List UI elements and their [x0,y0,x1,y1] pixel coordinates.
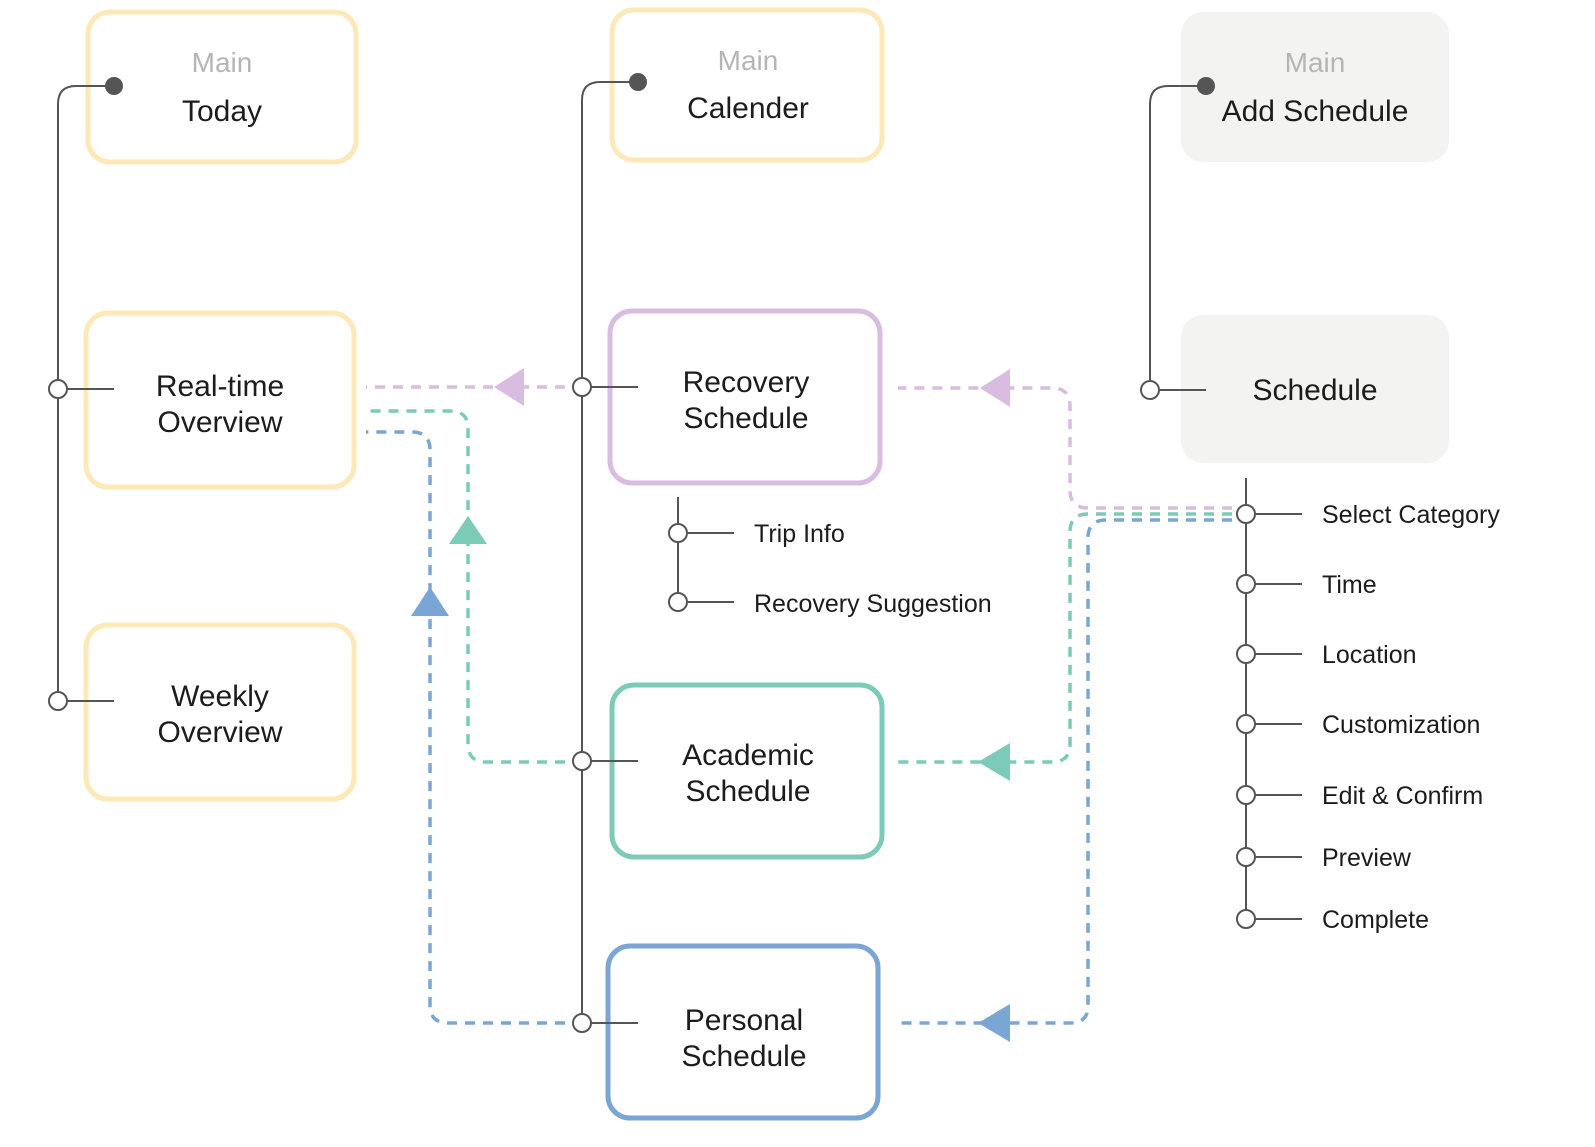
recovery-label-line2: Schedule [683,402,808,435]
arrow-purple-left-1 [494,368,524,406]
box-schedule[interactable]: Schedule [1181,315,1449,463]
schedule-steps: Select Category Time Location Customizat… [1322,501,1500,934]
node-calender-anchor [629,73,647,91]
recovery-label-line1: Recovery [683,366,810,399]
arrow-teal-left [978,743,1010,781]
add-schedule-sub-label: Main [1285,47,1346,78]
item-recovery-suggestion[interactable]: Recovery Suggestion [754,590,992,618]
node-preview [1236,847,1256,867]
arrowheads [411,368,1010,1042]
box-calender[interactable]: Main Calender [609,7,885,163]
box-realtime-overview[interactable]: Real-time Overview [83,310,357,490]
academic-label-line2: Schedule [685,775,810,808]
node-edit-confirm [1236,785,1256,805]
arrow-purple-left-2 [980,369,1010,407]
node-recovery-suggestion [668,592,688,612]
today-label: Today [182,95,262,128]
calender-sub-label: Main [718,45,779,76]
node-trip-info [668,523,688,543]
box-academic-schedule[interactable]: Academic Schedule [609,682,885,860]
personal-label-line1: Personal [685,1004,803,1037]
step-select-category[interactable]: Select Category [1322,501,1500,529]
node-academic [572,751,592,771]
box-today[interactable]: Main Today [85,9,359,165]
step-edit-confirm[interactable]: Edit & Confirm [1322,782,1483,810]
tree-nodes [48,73,1256,1033]
node-personal [572,1013,592,1033]
step-location[interactable]: Location [1322,641,1417,669]
step-preview[interactable]: Preview [1322,844,1412,872]
arrow-blue-up [411,587,449,616]
node-schedule [1140,380,1160,400]
node-add-schedule-anchor [1197,77,1215,95]
academic-label-line1: Academic [682,739,814,772]
weekly-label-line2: Overview [157,716,282,749]
step-customization[interactable]: Customization [1322,711,1480,739]
node-time [1236,574,1256,594]
node-recovery [572,377,592,397]
node-weekly [48,691,68,711]
realtime-label-line2: Overview [157,406,282,439]
weekly-label-line1: Weekly [171,680,269,713]
node-customization [1236,714,1256,734]
step-complete[interactable]: Complete [1322,906,1429,934]
personal-label-line2: Schedule [681,1040,806,1073]
item-trip-info[interactable]: Trip Info [754,520,845,548]
node-select-category [1236,504,1256,524]
box-add-schedule[interactable]: Main Add Schedule [1181,12,1449,162]
tree-lines [57,81,1302,1024]
box-personal-schedule[interactable]: Personal Schedule [605,943,881,1121]
node-complete [1236,909,1256,929]
box-recovery-schedule[interactable]: Recovery Schedule [607,308,883,486]
schedule-label: Schedule [1252,374,1377,407]
arrow-blue-left [978,1004,1010,1042]
node-today-anchor [105,77,123,95]
recovery-items: Trip Info Recovery Suggestion [754,520,992,618]
today-sub-label: Main [192,47,253,78]
node-realtime [48,379,68,399]
realtime-label-line1: Real-time [156,370,284,403]
calender-label: Calender [687,92,809,125]
box-weekly-overview[interactable]: Weekly Overview [83,622,357,802]
node-location [1236,644,1256,664]
add-schedule-label: Add Schedule [1222,95,1409,128]
flow-lines [366,385,1232,1025]
step-time[interactable]: Time [1322,571,1377,599]
arrow-teal-up [449,516,487,544]
